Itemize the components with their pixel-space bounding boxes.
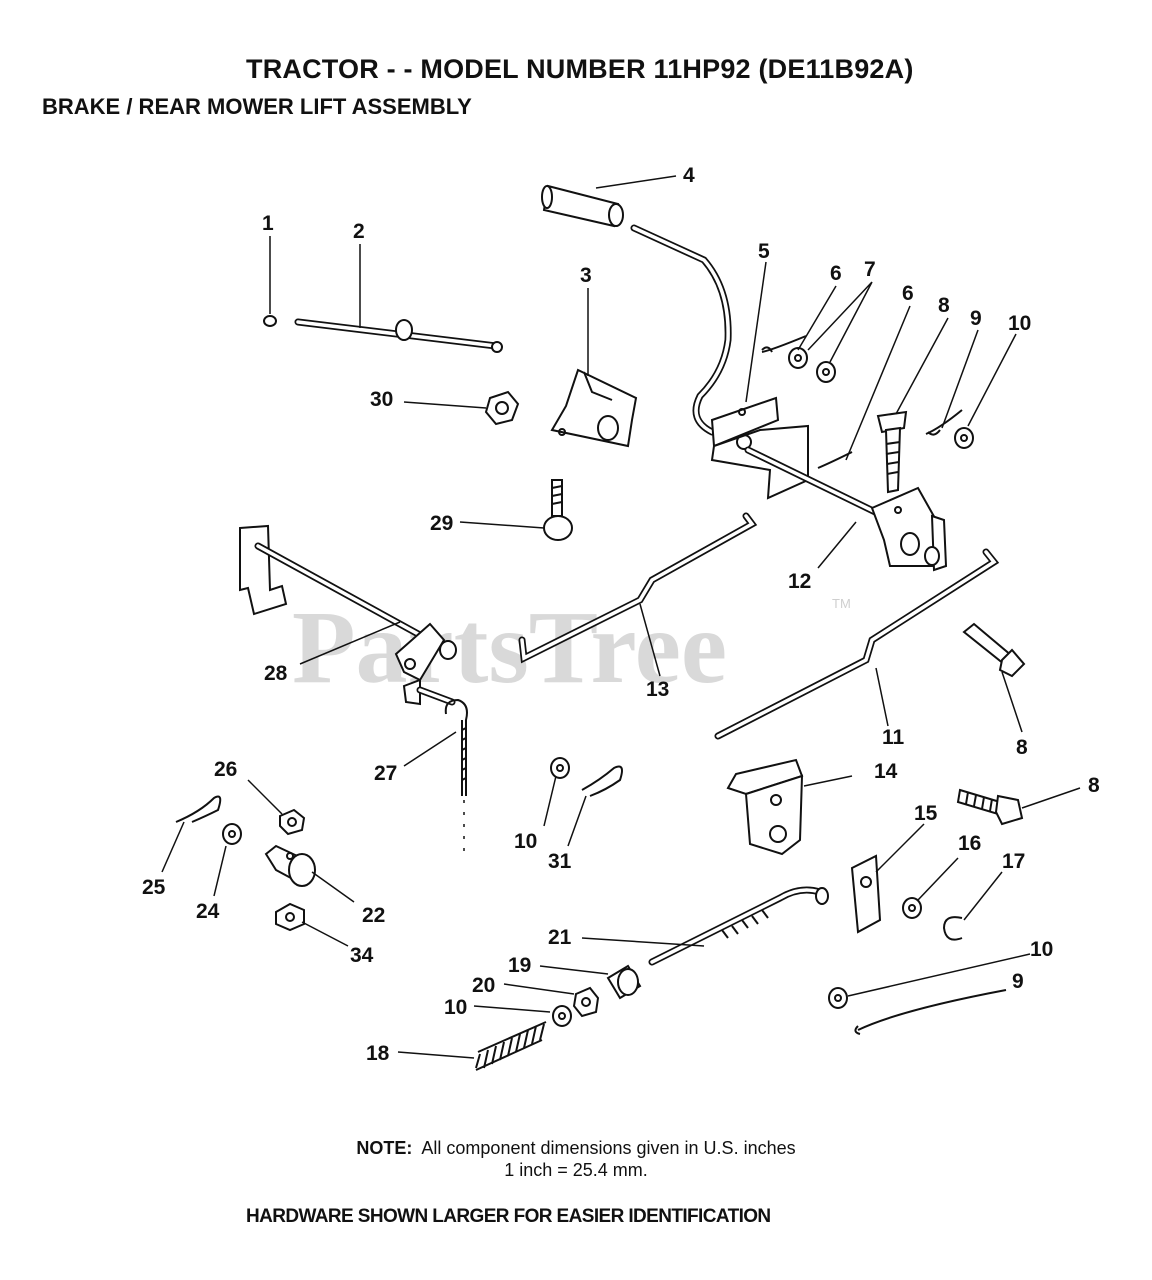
part-1-cap (263, 315, 277, 327)
note-line-1: NOTE: All component dimensions given in … (0, 1137, 1152, 1159)
leader-lines (161, 175, 1081, 1059)
part-10-washer-d (828, 987, 848, 1009)
callout-13: 13 (646, 678, 669, 701)
diagram-title: TRACTOR - - MODEL NUMBER 11HP92 (DE11B92… (246, 54, 914, 84)
callout-14: 14 (874, 760, 898, 783)
callout-27: 27 (374, 762, 397, 785)
part-24-washer (222, 823, 242, 845)
callout-8-upper: 8 (938, 294, 950, 317)
callout-9-upper: 9 (970, 307, 982, 330)
part-8-bolt-a (876, 410, 908, 494)
part-20-nut (572, 986, 600, 1018)
callout-labels: 1 2 3 4 5 6 7 6 8 9 10 30 29 12 28 13 11… (142, 164, 1100, 1065)
callout-8-lower: 8 (1088, 774, 1100, 797)
note-label: NOTE: (356, 1138, 413, 1158)
part-9-cotter-pin-a (925, 409, 963, 436)
part-27-j-bolt (444, 698, 468, 860)
part-5-pivot-bracket (710, 396, 809, 500)
part-14-bracket (726, 758, 804, 856)
callout-25: 25 (142, 876, 166, 899)
callout-4: 4 (683, 164, 695, 187)
callout-10-upper: 10 (1008, 312, 1031, 335)
part-7-washer-b (816, 361, 836, 383)
callout-15: 15 (914, 802, 938, 825)
callout-12: 12 (788, 570, 811, 593)
part-26-nut (279, 808, 306, 836)
callout-10-right: 10 (1030, 938, 1053, 961)
part-16-washer (902, 897, 922, 919)
callout-17: 17 (1002, 850, 1025, 873)
part-3-bracket (550, 368, 638, 448)
watermark: PartsTree (292, 590, 727, 705)
part-10-washer-a (954, 427, 974, 449)
part-29-shoulder-bolt (543, 479, 573, 541)
callout-16: 16 (958, 832, 981, 855)
part-30-nut (484, 390, 520, 426)
callout-26: 26 (214, 758, 237, 781)
part-13-rod (518, 512, 758, 664)
callout-1: 1 (262, 212, 274, 235)
part-18-spring (475, 1021, 547, 1071)
part-34-nut (275, 902, 305, 932)
part-10-washer-c (552, 1005, 572, 1027)
part-9-cotter-pin-b (854, 989, 1007, 1035)
callout-6-lower: 6 (902, 282, 914, 305)
callout-6-upper: 6 (830, 262, 842, 285)
part-31-hair-pin (581, 765, 623, 797)
part-2-rod (294, 318, 503, 353)
part-19-ferrule (606, 964, 642, 1000)
callout-29: 29 (430, 512, 453, 535)
callout-2: 2 (353, 220, 365, 243)
callout-10-mid: 10 (514, 830, 537, 853)
callout-30: 30 (370, 388, 393, 411)
part-7-washer-a (788, 347, 808, 369)
callout-9-lower: 9 (1012, 970, 1024, 993)
callout-19: 19 (508, 954, 531, 977)
part-17-e-clip (942, 916, 963, 941)
callout-31: 31 (548, 850, 572, 873)
footer-text: HARDWARE SHOWN LARGER FOR EASIER IDENTIF… (246, 1206, 771, 1227)
callout-7: 7 (864, 258, 876, 281)
part-12-shaft (744, 446, 948, 572)
callout-10-lower: 10 (444, 996, 467, 1019)
callout-5: 5 (758, 240, 770, 263)
callout-34: 34 (350, 944, 374, 967)
part-6-cotter-pin (761, 335, 807, 353)
callout-21: 21 (548, 926, 572, 949)
part-6-cotter-pin-b (817, 451, 853, 469)
callout-28: 28 (264, 662, 288, 685)
note-line-2: 1 inch = 25.4 mm. (504, 1160, 648, 1180)
part-22-block (264, 844, 316, 887)
callout-24: 24 (196, 900, 220, 923)
part-4-handle (541, 184, 732, 436)
callout-11: 11 (882, 726, 905, 749)
callout-8-mid: 8 (1016, 736, 1028, 759)
diagram-subtitle: BRAKE / REAR MOWER LIFT ASSEMBLY (42, 94, 472, 119)
part-8-bolt-b (962, 622, 1026, 678)
callout-18: 18 (366, 1042, 390, 1065)
note: NOTE: All component dimensions given in … (0, 1137, 1152, 1181)
part-11-rod (714, 548, 1000, 740)
part-8-bolt-c (956, 788, 1024, 826)
callout-3: 3 (580, 264, 592, 287)
part-10-washer-b (550, 757, 570, 779)
callout-20: 20 (472, 974, 495, 997)
part-21-threaded-rod (648, 886, 829, 966)
callout-22: 22 (362, 904, 385, 927)
note-text: All component dimensions given in U.S. i… (421, 1138, 796, 1158)
part-15-plate (850, 854, 882, 934)
part-25-hair-pin (175, 795, 222, 823)
watermark-tm: TM (832, 596, 851, 611)
part-28-lift-shaft (239, 524, 457, 706)
